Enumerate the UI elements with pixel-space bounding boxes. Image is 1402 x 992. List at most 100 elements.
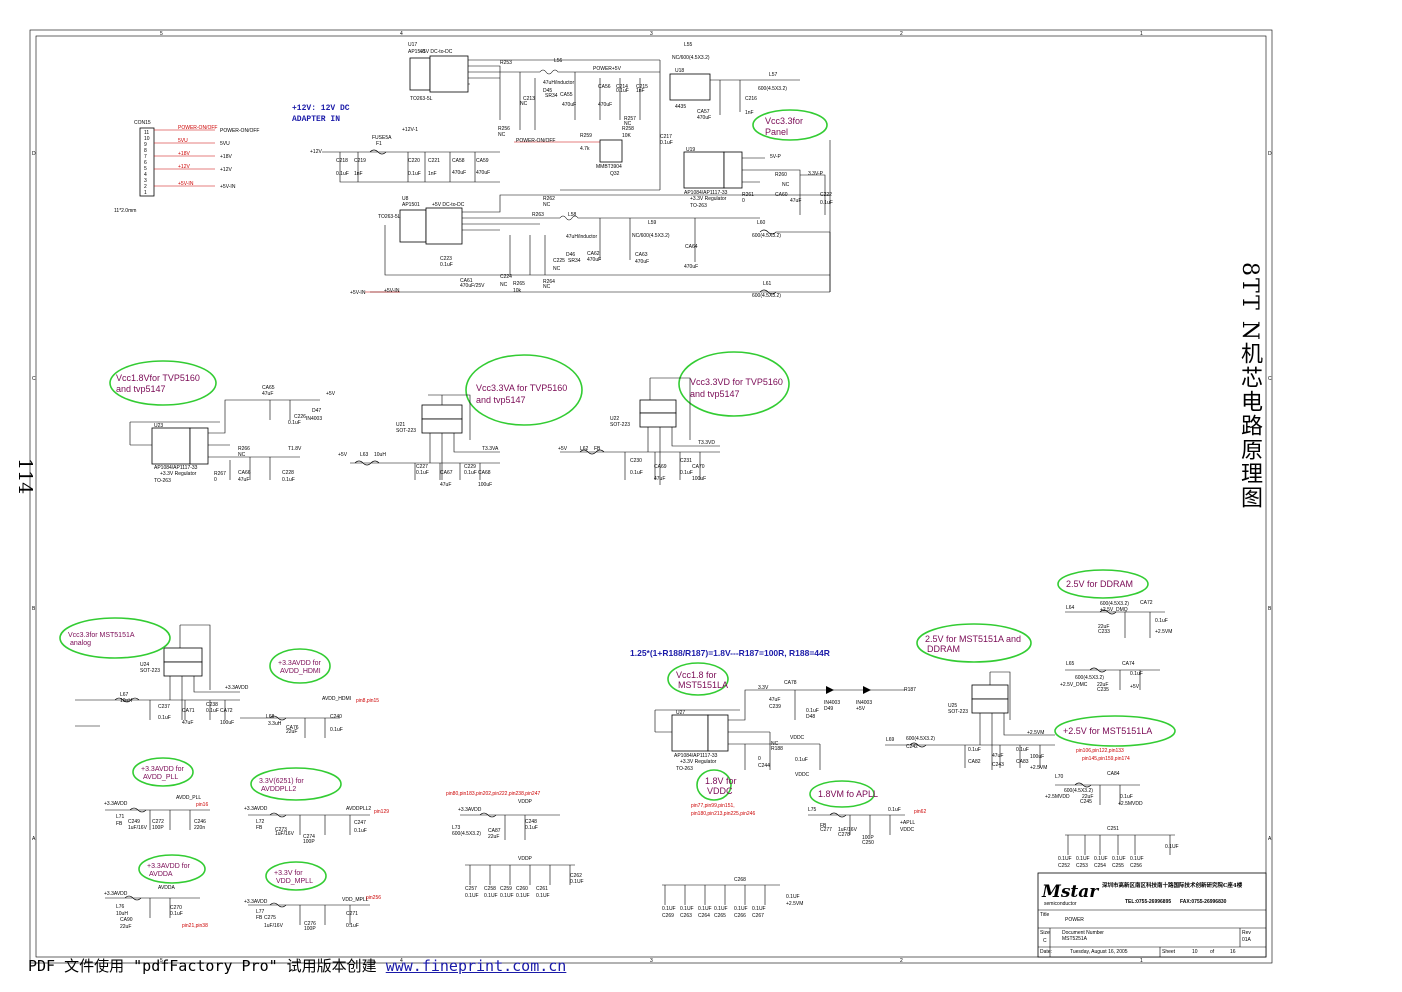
bubble-vcc33vd-tvp-l1: Vcc3.3VD for TVP5160 bbox=[690, 377, 783, 387]
top-component-label: D46 bbox=[566, 252, 575, 258]
bottom-component-label: +5V bbox=[1130, 684, 1140, 690]
adapter-label-line1: +12V: 12V DC bbox=[292, 104, 350, 113]
top-component-label: C222 bbox=[820, 192, 832, 198]
top-component-label: 470uF/25V bbox=[460, 283, 485, 289]
bottom-component-label: L71 bbox=[116, 814, 125, 820]
bottom-bubble bbox=[1057, 569, 1149, 599]
bottom-component-label: 100P bbox=[304, 926, 316, 932]
top-component-label: D45 bbox=[543, 88, 552, 94]
con15-net-name: +5V-IN bbox=[178, 181, 194, 187]
con15-pin-number: 9 bbox=[144, 142, 147, 148]
u23-ref: U23 bbox=[154, 423, 163, 429]
middle-component-label: C230 bbox=[630, 458, 642, 464]
top-component-label: 600(4.5X3.2) bbox=[752, 293, 781, 299]
bottom-component-label: +3.3AVDD bbox=[225, 685, 249, 691]
bottom-component-label: 22uF bbox=[488, 834, 499, 840]
top-component-label: SR34 bbox=[568, 258, 581, 264]
top-component-label: 10k bbox=[513, 288, 522, 294]
sheet-value: 10 bbox=[1192, 949, 1198, 955]
bottom-component-label: +2.5MVDD bbox=[1045, 794, 1070, 800]
bottom-component-label: 600(4.5X3.2) bbox=[1064, 788, 1093, 794]
top-component-label: CA56 bbox=[598, 84, 611, 90]
border-col-mark: 5 bbox=[160, 958, 163, 964]
middle-component-label: T3.3VD bbox=[698, 440, 715, 446]
bottom-bubble-text: +2.5V for MST5151LA bbox=[1063, 726, 1152, 736]
top-component-label: 0.1uF bbox=[820, 200, 833, 206]
u8-pkg: TO263-5L bbox=[378, 214, 401, 220]
top-component-label: CA60 bbox=[775, 192, 788, 198]
u8-tab bbox=[399, 209, 427, 243]
bottom-component-label: C243 bbox=[992, 762, 1004, 768]
bottom-component-label: 0.1uF bbox=[1016, 747, 1029, 753]
bottom-component-label: 1uF/16V bbox=[128, 825, 148, 831]
top-component-label: 1nF bbox=[745, 110, 754, 116]
top-component-label: L59 bbox=[648, 220, 657, 226]
bottom-bubble-text: 2.5V for DDRAM bbox=[1066, 579, 1133, 589]
top-component-label: L55 bbox=[684, 42, 693, 48]
top-component-label: L60 bbox=[757, 220, 766, 226]
top-component-label: CA59 bbox=[476, 158, 489, 164]
bottom-component-label: C252 bbox=[1058, 863, 1070, 869]
bottom-component-label: 100uF bbox=[1030, 754, 1044, 760]
border-col-mark: 1 bbox=[1140, 31, 1143, 37]
top-component-label: 0.1uF bbox=[408, 171, 421, 177]
top-component-label: 470uF bbox=[684, 264, 698, 270]
con15-pin-number: 8 bbox=[144, 148, 147, 154]
bottom-component-label: 47uF bbox=[182, 720, 193, 726]
bottom-component-labels: L6710uH+3.3AVDDC2370.1uFCA7147uFC2380.1u… bbox=[104, 600, 1179, 932]
middle-component-label: CA65 bbox=[262, 385, 275, 391]
bottom-component-label: C268 bbox=[734, 877, 746, 883]
footer-link[interactable]: www.fineprint.com.cn bbox=[385, 957, 567, 975]
bottom-component-label: C276 bbox=[304, 921, 316, 927]
border-row-mark: C bbox=[1268, 376, 1272, 382]
bottom-component-label: C237 bbox=[158, 704, 170, 710]
u19-pkg: TO-263 bbox=[690, 203, 707, 209]
u19-sub: +3.3V Regulator bbox=[690, 196, 727, 202]
bottom-component-label: 0.1UF bbox=[570, 879, 584, 885]
top-component-label: +12V bbox=[310, 149, 322, 155]
pin-note: pin62 bbox=[914, 809, 926, 815]
bottom-bubble-text: VDDC bbox=[707, 786, 733, 796]
con15-pin-number: 3 bbox=[144, 178, 147, 184]
u23-pkg: TO-263 bbox=[154, 478, 171, 484]
bottom-component-label: 0.1UF bbox=[1165, 844, 1179, 850]
bottom-component-label: C278 bbox=[838, 832, 850, 838]
con15-pin-number: 4 bbox=[144, 172, 147, 178]
title-block: Mstar semiconductor 深圳市高新区南区科技南十路国际技术创新研… bbox=[1037, 872, 1267, 958]
bottom-component-label: C246 bbox=[194, 819, 206, 825]
bottom-component-label: CA82 bbox=[968, 759, 981, 765]
bottom-component-label: VDDC bbox=[900, 827, 915, 833]
bottom-component-label: L70 bbox=[1055, 774, 1064, 780]
bottom-component-label: 0.1UF bbox=[786, 894, 800, 900]
u25-pkg: SOT-223 bbox=[948, 709, 968, 715]
con15-pin-number: 6 bbox=[144, 160, 147, 166]
bottom-component-label: 100P bbox=[303, 839, 315, 845]
bottom-component-label: C251 bbox=[1107, 826, 1119, 832]
top-component-label: 470uF bbox=[452, 170, 466, 176]
bottom-component-label: CA90 bbox=[120, 917, 133, 923]
top-component-label: NC bbox=[520, 101, 528, 107]
bottom-component-label: CA74 bbox=[1122, 661, 1135, 667]
company-address: 深圳市高新区南区科技南十路国际技术创新研究院C座4楼 bbox=[1102, 881, 1243, 889]
fuse-net: +12V-1 bbox=[402, 127, 418, 133]
con15-net-out: 5VU bbox=[220, 141, 230, 147]
bottom-component-label: CA72 bbox=[220, 708, 233, 714]
con15-net-name: POWER-ON/OFF bbox=[178, 125, 217, 131]
u21-body bbox=[421, 418, 463, 434]
date-label: Date: bbox=[1040, 949, 1052, 955]
u27-part: AP1084/AP1117-33 bbox=[674, 753, 718, 759]
bottom-bubble bbox=[132, 757, 194, 787]
bubble-vcc33va-tvp-l1: Vcc3.3VA for TVP5160 bbox=[476, 383, 567, 393]
top-component-label: +5V-IN bbox=[384, 288, 400, 294]
bottom-bubble bbox=[916, 623, 1032, 663]
bottom-component-label: +2.5MVDD bbox=[1118, 801, 1143, 807]
date-value: Tuesday, August 16, 2005 bbox=[1070, 949, 1128, 955]
top-component-label: C214 bbox=[616, 84, 628, 90]
fuse-sub: F1 bbox=[376, 141, 382, 147]
top-component-label: NC bbox=[498, 132, 506, 138]
bottom-component-label: 0.1UF bbox=[698, 906, 712, 912]
bottom-component-label: 22uF bbox=[120, 924, 131, 930]
u17-pkg: TO263-5L bbox=[410, 96, 433, 102]
bottom-component-label: 0.1UF bbox=[1112, 856, 1126, 862]
